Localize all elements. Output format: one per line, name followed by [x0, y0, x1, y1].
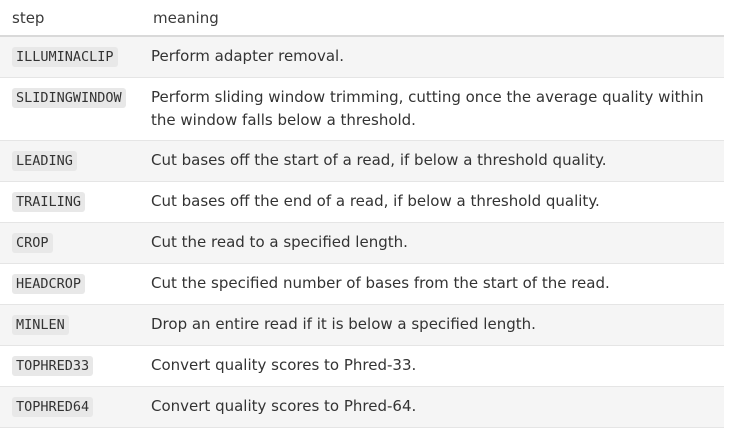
meaning-cell: Convert quality scores to Phred-33.	[141, 345, 724, 387]
meaning-cell: Cut the specified number of bases from t…	[141, 263, 724, 305]
step-code: CROP	[12, 233, 53, 253]
step-code: SLIDINGWINDOW	[12, 88, 126, 108]
table-row: TOPHRED64 Convert quality scores to Phre…	[0, 386, 724, 428]
step-code: ILLUMINACLIP	[12, 47, 118, 67]
meaning-cell: Perform adapter removal.	[141, 36, 724, 78]
step-cell: LEADING	[0, 140, 141, 182]
meaning-cell: Cut bases off the end of a read, if belo…	[141, 181, 724, 223]
step-code: LEADING	[12, 151, 77, 171]
step-code: MINLEN	[12, 315, 69, 335]
step-cell: MINLEN	[0, 304, 141, 346]
meaning-cell: Cut the read to a specified length.	[141, 222, 724, 264]
step-cell: HEADCROP	[0, 263, 141, 305]
meaning-cell: Perform sliding window trimming, cutting…	[141, 77, 724, 141]
step-cell: CROP	[0, 222, 141, 264]
table-body: ILLUMINACLIP Perform adapter removal. SL…	[0, 36, 724, 428]
table-row: HEADCROP Cut the specified number of bas…	[0, 263, 724, 305]
step-cell: TRAILING	[0, 181, 141, 223]
step-code: TOPHRED64	[12, 397, 94, 417]
column-header-step: step	[0, 0, 141, 37]
step-cell: SLIDINGWINDOW	[0, 77, 141, 141]
table-header: step meaning	[0, 0, 724, 37]
table-row: SLIDINGWINDOW Perform sliding window tri…	[0, 77, 724, 141]
header-row: step meaning	[0, 0, 724, 37]
step-code: TOPHRED33	[12, 356, 94, 376]
table-row: TOPHRED33 Convert quality scores to Phre…	[0, 345, 724, 387]
table-row: TRAILING Cut bases off the end of a read…	[0, 181, 724, 223]
step-cell: TOPHRED33	[0, 345, 141, 387]
step-code: TRAILING	[12, 192, 86, 212]
table-row: CROP Cut the read to a specified length.	[0, 222, 724, 264]
table-row: MINLEN Drop an entire read if it is belo…	[0, 304, 724, 346]
table-row: LEADING Cut bases off the start of a rea…	[0, 140, 724, 182]
meaning-cell: Drop an entire read if it is below a spe…	[141, 304, 724, 346]
step-code: HEADCROP	[12, 274, 86, 294]
column-header-meaning: meaning	[141, 0, 724, 37]
step-cell: TOPHRED64	[0, 386, 141, 428]
table-row: ILLUMINACLIP Perform adapter removal.	[0, 36, 724, 78]
meaning-cell: Convert quality scores to Phred-64.	[141, 386, 724, 428]
step-cell: ILLUMINACLIP	[0, 36, 141, 78]
meaning-cell: Cut bases off the start of a read, if be…	[141, 140, 724, 182]
